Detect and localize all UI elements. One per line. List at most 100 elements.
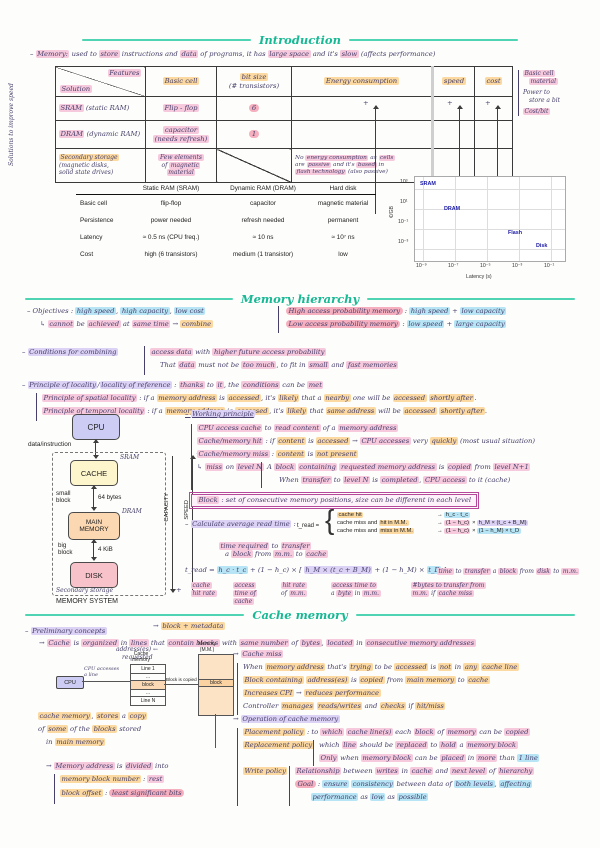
- note-line: → Operation of cache memory: [233, 715, 340, 723]
- header-energy: Energy consumption: [291, 66, 433, 97]
- annotation-line: time to transfer a block from disk to m.…: [437, 568, 580, 575]
- note-line: Low access probability memory : low spee…: [286, 320, 507, 329]
- section-header-cache-memory: Cache memory: [25, 608, 576, 622]
- chart-xlabel: Latency (s): [466, 274, 492, 280]
- row-secondary-bits-na: [216, 148, 292, 183]
- copy-line: [164, 684, 198, 685]
- header-rule-right: [348, 38, 518, 42]
- y-tick: 10³: [400, 179, 408, 185]
- memory-system-outline: [52, 452, 166, 596]
- capacity-arrow: [169, 456, 176, 593]
- kib-label: 4 KiB: [98, 546, 113, 553]
- memory-system-label: MEMORY SYSTEM: [56, 598, 118, 605]
- note-line: – Preliminary concepts: [25, 627, 107, 635]
- note-line: Principle of spatial locality : if a mem…: [42, 394, 477, 402]
- row-sram-energy: [291, 96, 433, 121]
- row-sram-speed: [431, 96, 475, 121]
- row-dram-energy: [291, 120, 433, 149]
- memory-comparison-table: Features Solution Basic cell bit size(# …: [55, 66, 525, 216]
- y-tick: 10⁻¹: [398, 219, 409, 225]
- cache-sram-note: SRAM: [120, 454, 140, 461]
- working-principle-notes: – Working principle CPU access cache to …: [185, 410, 598, 510]
- mm-pointer-line: [215, 714, 216, 748]
- bus-label: data/instruction: [28, 441, 72, 448]
- note-line: cache memory, stores a copy: [38, 712, 148, 720]
- y-tick: 10¹: [400, 199, 408, 205]
- header-bit-size: bit size(# transistors): [216, 66, 292, 97]
- note-line: Only when memory block can be placed in …: [319, 754, 540, 762]
- x-tick: 10⁻³: [512, 263, 523, 269]
- note-line: – Objectives : high speed, high capacity…: [27, 307, 206, 315]
- diagram-annotation: address(es) ←: [116, 646, 159, 653]
- row-sram-basic: Flip - flop: [145, 96, 217, 121]
- cache-mm-arrow: [90, 485, 97, 511]
- note-line: which line should be replaced to hold a …: [319, 741, 518, 749]
- t2-header-dram: Dynamic RAM (DRAM): [216, 183, 310, 195]
- note-line: Cache/memory hit : if content is accesse…: [197, 437, 536, 445]
- cpu-cache-line: [82, 681, 130, 682]
- header-rule-left: [25, 297, 233, 301]
- tread-symbol: t_read =: [297, 523, 320, 529]
- header-speed: speed: [431, 66, 475, 97]
- note-line: → Cache miss: [233, 650, 284, 658]
- row-dram-speed: [431, 120, 475, 149]
- energy-trend-arrow: [372, 105, 379, 214]
- secondary-storage-note: Secondary storage: [56, 587, 114, 594]
- note-line: Relationship between writes in cache and…: [295, 767, 534, 775]
- bytes-label: 64 bytes: [98, 494, 122, 501]
- side-label-solutions: Solutions to improve speed: [8, 83, 15, 167]
- note-line: When memory address that's trying to be …: [243, 663, 519, 671]
- read-time-formula: t_read = h_c · t_c + (1 − h_c) × [ h_M ×…: [185, 566, 446, 574]
- note-line: That data must not be too much, to fit i…: [160, 361, 399, 369]
- ram-comparison-table: Static RAM (SRAM) Dynamic RAM (DRAM) Har…: [76, 183, 376, 263]
- note-line: – Working principle: [185, 410, 256, 418]
- block-copied-label: Block is copied: [166, 677, 197, 682]
- t2-header-blank: [76, 183, 126, 195]
- cpu-box: CPU: [72, 414, 120, 440]
- note-line: access data with higher future access pr…: [150, 348, 326, 356]
- note-line: – Conditions for combining: [22, 348, 118, 356]
- section-title: Introduction: [259, 33, 341, 47]
- header-features: Features: [107, 69, 141, 77]
- row-sram-cost: [474, 96, 513, 121]
- row-secondary-energy: No energy consumption as cells are passi…: [291, 148, 433, 183]
- x-tick: 10⁻⁷: [448, 263, 459, 269]
- note-line: Replacement policy: [243, 741, 314, 749]
- note-line: in main memory: [46, 738, 106, 746]
- header-rule-right: [367, 297, 576, 301]
- note-line: → Cache is organized in lines that conta…: [39, 639, 476, 647]
- diagram-annotation: requested: [122, 654, 153, 661]
- row-dram-cost: [474, 120, 513, 149]
- cache-lines-column: Line 1 … block … Line N: [130, 664, 166, 706]
- cost-side-note: Basic cell material Power to store a bit…: [518, 70, 560, 117]
- row-sram-name: SRAM (static RAM): [55, 96, 146, 121]
- section-header-memory-hierarchy: Memory hierarchy: [25, 292, 576, 306]
- section-title: Memory hierarchy: [240, 292, 360, 306]
- data-point-dram: DRAM: [444, 206, 461, 212]
- intro-note-line: – Memory: used to store instructions and…: [30, 50, 436, 58]
- note-line: – Principle of locality/locality of refe…: [22, 381, 324, 389]
- header-features-solution: Features Solution: [55, 66, 146, 97]
- mm-column-header: Memory(M.M.): [198, 641, 217, 653]
- x-tick: 10⁻⁵: [480, 263, 491, 269]
- speed-plus: +: [447, 99, 453, 107]
- data-point-disk: Disk: [536, 243, 548, 249]
- cases-brace: {: [325, 504, 335, 535]
- note-line: memory block number : rest: [60, 775, 164, 783]
- data-point-flash: Flash: [508, 230, 523, 236]
- small-block-label: small block: [56, 490, 71, 505]
- cache-box: CACHE: [70, 460, 118, 486]
- energy-plus: +: [363, 99, 369, 107]
- latency-cost-chart: €/GB 10³ 10¹ 10⁻¹ 10⁻³ 10⁻⁹ 10⁻⁷ 10⁻⁵ 10…: [388, 170, 573, 288]
- data-point-sram: SRAM: [420, 181, 436, 187]
- memory-system-diagram: CPU data/instruction CACHE SRAM small bl…: [28, 408, 228, 613]
- average-read-time-notes: – Calculate average read time : t_read =…: [185, 504, 598, 608]
